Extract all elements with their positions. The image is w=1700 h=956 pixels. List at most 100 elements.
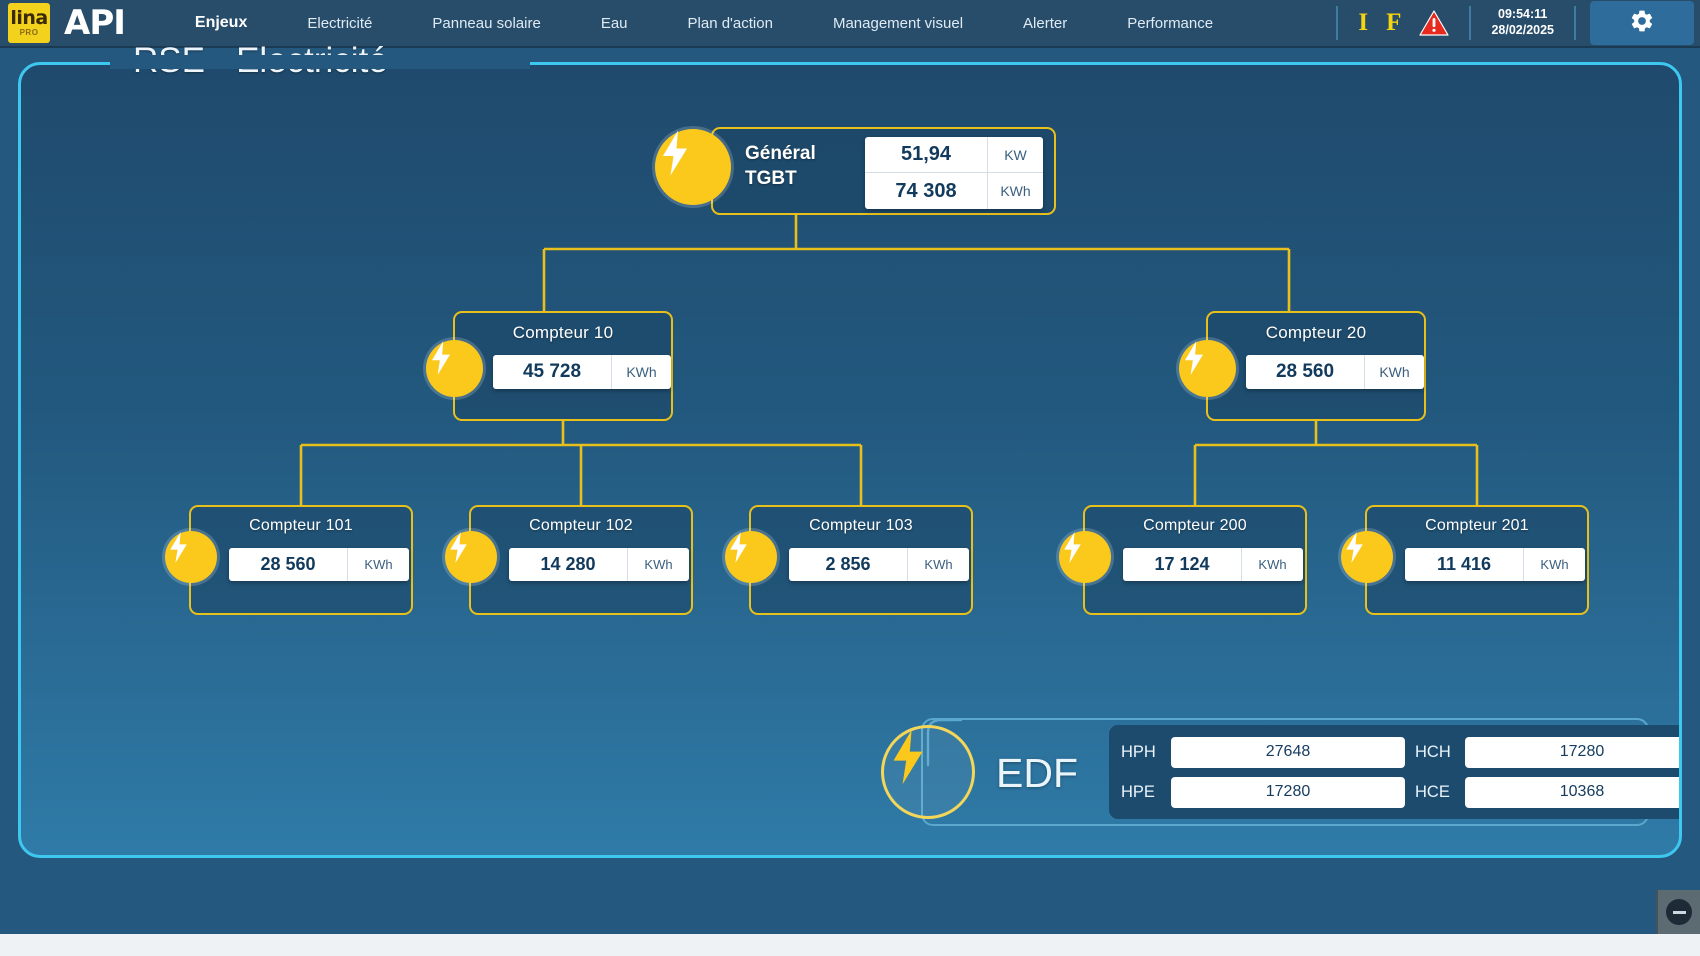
nav-item-performance[interactable]: Performance (1097, 15, 1243, 32)
nav-item-management-visuel[interactable]: Management visuel (803, 15, 993, 32)
readout-unit: KWh (347, 548, 409, 581)
gear-icon (1629, 8, 1655, 39)
node-title-line1: Général (745, 142, 816, 167)
edf-value: 17280 (1171, 777, 1405, 808)
node-title-line2: TGBT (745, 167, 816, 192)
node-compteur-101[interactable]: Compteur 101 28 560 KWh (189, 505, 413, 615)
edf-cell-hph[interactable]: HPH 27648 (1121, 737, 1405, 768)
readout-panel: 45 728 KWh (493, 355, 671, 389)
readout-value: 51,94 (865, 137, 987, 172)
edf-cell-hch[interactable]: HCH 17280 (1415, 737, 1682, 768)
node-compteur-200[interactable]: Compteur 200 17 124 KWh (1083, 505, 1307, 615)
nav-item-electricite[interactable]: Electricité (277, 15, 402, 32)
bolt-icon (165, 531, 217, 583)
lina-pro-tag: PRO (20, 29, 39, 37)
edf-value: 17280 (1465, 737, 1682, 768)
node-title: Compteur 10 (455, 323, 671, 343)
nav-item-enjeux[interactable]: Enjeux (165, 14, 277, 32)
corner-toolbar-widget[interactable] (1656, 890, 1700, 934)
nav-item-plan-daction[interactable]: Plan d'action (658, 15, 803, 32)
bolt-icon (1341, 531, 1393, 583)
readout-value: 2 856 (789, 548, 907, 581)
readout-value: 28 560 (1246, 355, 1364, 389)
node-title: Compteur 20 (1208, 323, 1424, 343)
bolt-icon (725, 531, 777, 583)
status-letter-f[interactable]: F (1386, 9, 1401, 37)
lina-logo-text: lina (10, 9, 47, 28)
node-title: Général TGBT (745, 142, 816, 191)
node-title: Compteur 101 (191, 517, 411, 535)
readout-unit: KWh (611, 355, 671, 389)
readout-row: 51,94 KW (865, 137, 1043, 173)
bolt-icon (426, 340, 483, 397)
edf-bolt-icon (881, 725, 975, 819)
bolt-icon (655, 129, 731, 205)
api-logo-text: API (64, 3, 125, 43)
readout-value: 17 124 (1123, 548, 1241, 581)
bolt-icon (1059, 531, 1111, 583)
api-logo: Groupe API (64, 3, 125, 43)
readout-unit: KWh (1241, 548, 1303, 581)
readout-panel: 14 280 KWh (509, 548, 689, 581)
readout-row: 74 308 KWh (865, 173, 1043, 209)
readout-panel: 28 560 KWh (1246, 355, 1424, 389)
settings-button[interactable] (1590, 1, 1694, 45)
readout-unit: KWh (1523, 548, 1585, 581)
nav-item-alerter[interactable]: Alerter (993, 15, 1097, 32)
readout-unit: KWh (1364, 355, 1424, 389)
readout-unit: KWh (987, 173, 1043, 209)
electricity-tree-diagram: Général TGBT 51,94 KW 74 308 KWh (21, 65, 1682, 858)
readout-value: 14 280 (509, 548, 627, 581)
edf-value: 27648 (1171, 737, 1405, 768)
node-compteur-102[interactable]: Compteur 102 14 280 KWh (469, 505, 693, 615)
title-frame-notch (110, 55, 530, 69)
nav-divider-2 (1469, 6, 1471, 40)
bolt-icon (1179, 340, 1236, 397)
main-nav: Enjeux Electricité Panneau solaire Eau P… (125, 0, 1331, 47)
readout-panel: 51,94 KW 74 308 KWh (865, 137, 1043, 209)
warning-triangle-icon[interactable] (1419, 10, 1449, 36)
node-title: Compteur 200 (1085, 517, 1305, 535)
node-compteur-103[interactable]: Compteur 103 2 856 KWh (749, 505, 973, 615)
node-compteur-10[interactable]: Compteur 10 45 728 KWh (453, 311, 673, 421)
readout-panel: 2 856 KWh (789, 548, 969, 581)
readout-panel: 28 560 KWh (229, 548, 409, 581)
nav-item-panneau-solaire[interactable]: Panneau solaire (402, 15, 570, 32)
node-title: Compteur 102 (471, 517, 691, 535)
edf-key: HCH (1415, 743, 1457, 762)
edf-cell-hpe[interactable]: HPE 17280 (1121, 777, 1405, 808)
nav-divider-1 (1336, 6, 1338, 40)
lina-pro-logo: lina PRO (8, 3, 50, 43)
edf-key: HPE (1121, 783, 1163, 802)
edf-values-grid: HPH 27648 HCH 17280 HPE 17280 HCE 10368 (1109, 725, 1682, 819)
edf-label: EDF (996, 750, 1078, 797)
readout-value: 45 728 (493, 355, 611, 389)
readout-panel: 17 124 KWh (1123, 548, 1303, 581)
readout-value: 11 416 (1405, 548, 1523, 581)
nav-item-eau[interactable]: Eau (571, 15, 658, 32)
bottom-strip (0, 934, 1700, 956)
node-compteur-20[interactable]: Compteur 20 28 560 KWh (1206, 311, 1426, 421)
node-compteur-201[interactable]: Compteur 201 11 416 KWh (1365, 505, 1589, 615)
edf-key: HPH (1121, 743, 1163, 762)
edf-cell-hce[interactable]: HCE 10368 (1415, 777, 1682, 808)
clock-date: 28/02/2025 (1491, 23, 1554, 39)
clock-display: 09:54:11 28/02/2025 (1477, 7, 1568, 38)
status-letter-i[interactable]: I (1358, 9, 1368, 37)
brand-logo[interactable]: lina PRO Groupe API (0, 0, 125, 47)
minimize-icon[interactable] (1666, 899, 1692, 925)
readout-unit: KWh (627, 548, 689, 581)
readout-value: 74 308 (865, 173, 987, 209)
node-title: Compteur 201 (1367, 517, 1587, 535)
edf-key: HCE (1415, 783, 1457, 802)
node-general-tgbt[interactable]: Général TGBT 51,94 KW 74 308 KWh (711, 127, 1056, 215)
readout-panel: 11 416 KWh (1405, 548, 1585, 581)
content-frame: Général TGBT 51,94 KW 74 308 KWh (18, 62, 1682, 858)
clock-time: 09:54:11 (1498, 7, 1547, 23)
status-indicator-group: I F (1344, 9, 1463, 37)
nav-divider-3 (1574, 6, 1576, 40)
readout-unit: KWh (907, 548, 969, 581)
readout-unit: KW (987, 137, 1043, 172)
node-title: Compteur 103 (751, 517, 971, 535)
